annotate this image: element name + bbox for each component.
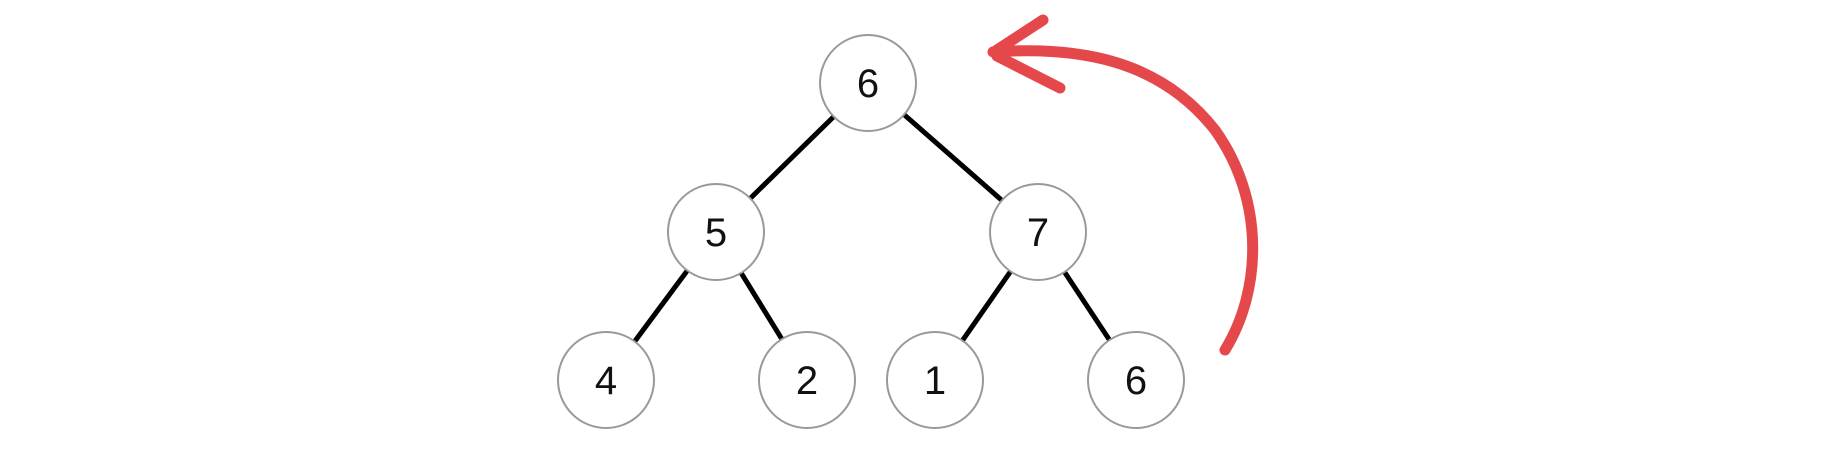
tree-edge-l-lr	[739, 271, 784, 341]
tree-node-rl[interactable]: 1	[886, 331, 984, 429]
node-label-l: 5	[705, 211, 727, 255]
node-circle-l	[667, 183, 765, 281]
node-circle-rr	[1087, 331, 1185, 429]
node-label-rr: 6	[1125, 359, 1147, 403]
annotation-arrow-shaft	[987, 45, 1259, 356]
node-label-r: 7	[1027, 211, 1049, 255]
node-label-root: 6	[857, 62, 879, 106]
node-label-ll: 4	[595, 359, 617, 403]
tree-node-lr[interactable]: 2	[758, 331, 856, 429]
node-circle-ll	[557, 331, 655, 429]
tree-node-l[interactable]: 5	[667, 183, 765, 281]
node-circle-rl	[886, 331, 984, 429]
tree-edge-root-l	[748, 114, 836, 201]
annotation-arrow-barb-upper	[991, 14, 1049, 56]
tree-edges-group	[632, 112, 1112, 343]
tree-edge-r-rr	[1062, 270, 1112, 342]
node-label-lr: 2	[796, 359, 818, 403]
tree-node-root[interactable]: 6	[819, 34, 917, 132]
node-circle-root	[819, 34, 917, 132]
tree-edge-root-r	[902, 112, 1004, 203]
node-circle-r	[989, 183, 1087, 281]
annotation-arrow-barb-lower	[991, 50, 1066, 94]
tree-edge-l-ll	[632, 269, 690, 343]
tree-edge-r-rl	[960, 269, 1013, 343]
tree-node-ll[interactable]: 4	[557, 331, 655, 429]
tree-node-r[interactable]: 7	[989, 183, 1087, 281]
tree-nodes-group: 6 5 7 4 2 1 6	[557, 34, 1185, 429]
red-curved-arrow	[987, 14, 1259, 356]
node-label-rl: 1	[924, 359, 946, 403]
tree-node-rr[interactable]: 6	[1087, 331, 1185, 429]
node-circle-lr	[758, 331, 856, 429]
